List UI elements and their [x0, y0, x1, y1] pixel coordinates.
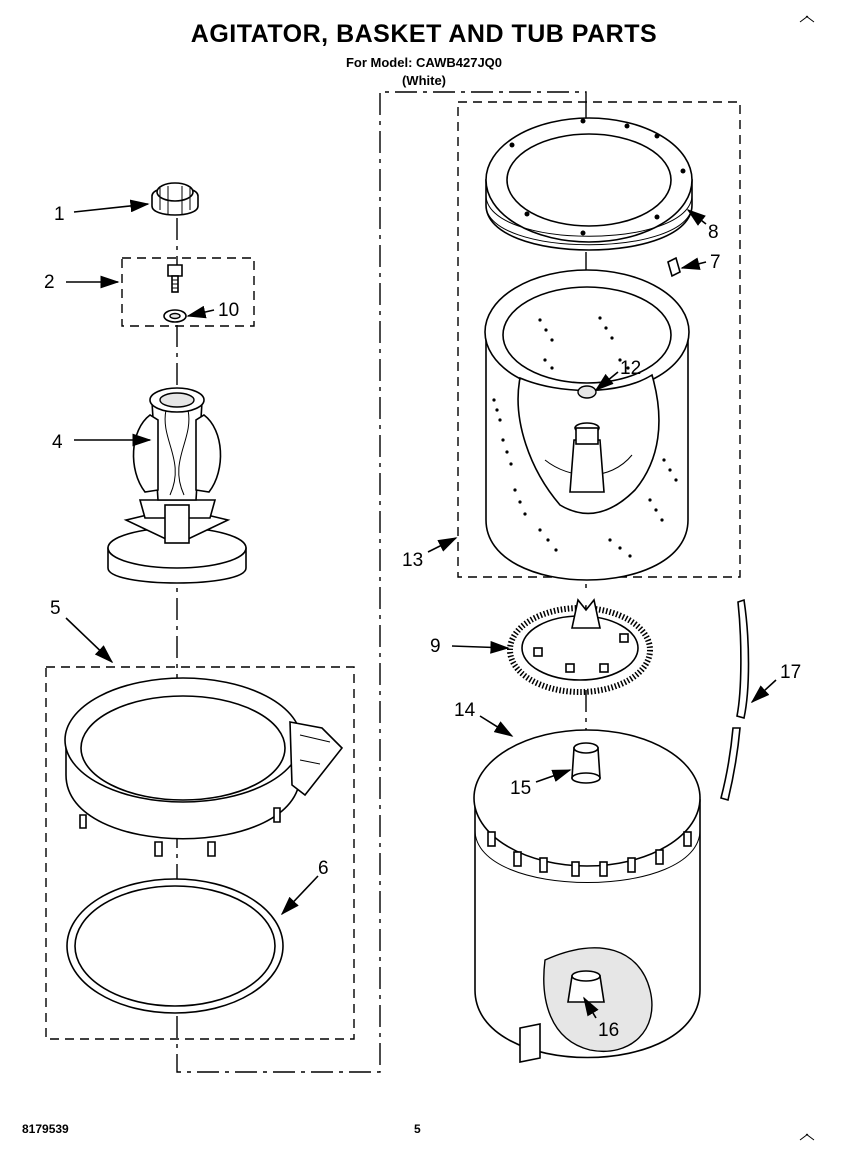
part-tub-gasket	[66, 878, 284, 1014]
part-washer	[163, 309, 187, 323]
callout-5: 5	[50, 598, 61, 619]
group-box-13	[457, 101, 741, 578]
corner-mark	[799, 15, 815, 23]
corner-mark	[799, 1133, 815, 1141]
group-box-2	[121, 257, 255, 327]
callout-9: 9	[430, 636, 441, 657]
part-tub-bearing	[571, 742, 601, 784]
part-basket	[484, 269, 690, 581]
color-line: (White)	[401, 73, 447, 88]
part-hose	[720, 598, 750, 801]
page-title: AGITATOR, BASKET AND TUB PARTS	[190, 20, 658, 48]
callout-16: 16	[598, 1020, 619, 1041]
part-agitator-cap	[151, 182, 199, 216]
leader-arrows	[65, 199, 777, 1019]
part-balance-ring	[485, 117, 693, 251]
callout-14: 14	[454, 700, 476, 721]
callout-8: 8	[708, 222, 719, 243]
callout-6: 6	[318, 858, 329, 879]
callout-4: 4	[52, 432, 63, 453]
page-number: 5	[414, 1122, 421, 1136]
basket-perforations	[492, 316, 678, 558]
callout-2: 2	[44, 272, 55, 293]
part-outer-tub	[473, 729, 701, 1063]
tub-tabs	[487, 831, 692, 877]
document-number: 8179539	[22, 1122, 69, 1136]
callout-12: 12	[620, 358, 641, 379]
callout-7: 7	[710, 252, 721, 273]
callout-10: 10	[218, 300, 239, 321]
group-box-5	[45, 666, 355, 1040]
model-line: For Model: CAWB427JQ0	[345, 55, 503, 70]
part-bolt	[167, 264, 183, 293]
callout-1: 1	[54, 204, 65, 225]
part-tub-ring	[64, 677, 344, 857]
part-agitator	[107, 387, 247, 584]
callout-17: 17	[780, 662, 801, 683]
part-clip	[667, 256, 681, 278]
callout-13: 13	[402, 550, 423, 571]
part-hub-gear	[507, 598, 653, 695]
callout-labels: 1 2 4 5 6 7 8 9 10 12 13 14 15 16 17	[44, 204, 801, 1041]
callout-15: 15	[510, 778, 531, 799]
